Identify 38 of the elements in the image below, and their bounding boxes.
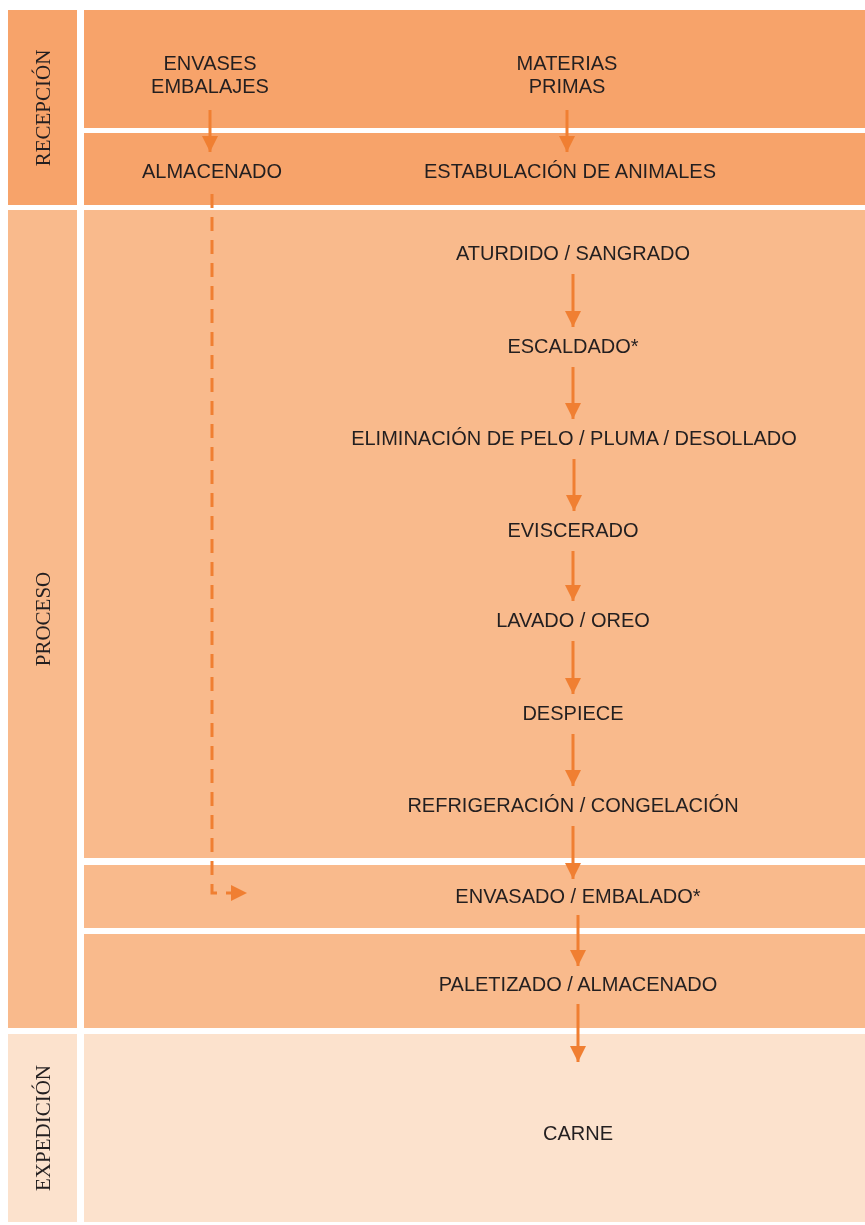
step-label: ALMACENADO [112,154,312,188]
arrow [565,826,581,879]
arrow [559,110,575,152]
section-band [8,1034,77,1222]
arrow [565,367,581,419]
arrow [202,110,218,152]
step-label: ENVASES EMBALAJES [120,44,300,106]
stage-band [84,865,865,928]
step-label: ESCALDADO* [420,329,726,363]
arrow [570,1004,586,1062]
section-label: RECEPCIÓN [30,49,55,166]
stage-band [84,10,865,128]
section-band [8,210,77,1028]
arrow [565,734,581,786]
step-label: ENVASADO / EMBALADO* [247,881,847,911]
section-label: EXPEDICIÓN [30,1065,55,1191]
arrow [570,915,586,966]
arrow [565,641,581,694]
stage-band [84,133,865,205]
arrow [565,551,581,601]
step-label: ELIMINACIÓN DE PELO / PLUMA / DESOLLADO [288,421,860,455]
stage-band [84,934,865,1028]
step-label: MATERIAS PRIMAS [500,44,634,106]
step-label: REFRIGERACIÓN / CONGELACIÓN [340,788,806,822]
stage-band [84,210,865,858]
step-label: ATURDIDO / SANGRADO [400,236,746,270]
section-label: PROCESO [30,571,55,667]
arrow [210,194,247,901]
step-label: ESTABULACIÓN DE ANIMALES [370,154,770,188]
section-band [8,10,77,205]
step-label: LAVADO / OREO [420,603,726,637]
step-label: DESPIECE [420,696,726,730]
step-label: PALETIZADO / ALMACENADO [380,968,776,1000]
step-label: CARNE [478,1064,678,1202]
step-label: EVISCERADO [420,513,726,547]
arrow [565,274,581,327]
stage-band [84,1034,865,1222]
arrow [566,459,582,511]
